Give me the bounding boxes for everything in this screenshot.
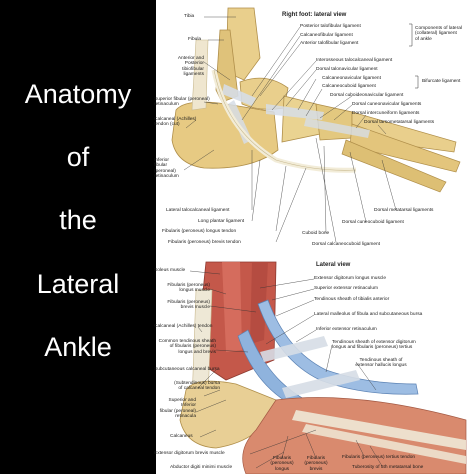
label-tuberosity-5th-metatarsal: Tuberosity of 5th metatarsal bone [352, 465, 424, 470]
label-dorsal-calcaneocuboid: Dorsal calcaneocuboid ligament [312, 242, 380, 247]
top-bracket-collateral [409, 23, 413, 47]
label-interosseous-talocalcaneal: Interosseous talocalcaneal ligament [316, 58, 393, 63]
label-fibularis-longus-bottom: Fibularis (peroneus) longus [270, 456, 294, 472]
label-bifurcate-ligament: Bifurcate ligament [422, 79, 461, 84]
title-line-5: Ankle [44, 332, 112, 362]
label-dorsal-metatarsal: Dorsal metatarsal ligaments [374, 208, 434, 213]
label-fibularis-brevis-tendon: Fibularis (peroneus) brevis tendon [168, 240, 241, 245]
top-heading: Right foot: lateral view [282, 12, 347, 18]
label-calcaneofibular: Calcaneofibular ligament [300, 33, 353, 38]
label-fibularis-longus-tendon: Fibularis (peroneus) longus tendon [162, 229, 237, 234]
bottom-leader-lines [189, 270, 383, 469]
label-fibula: Fibula [188, 37, 202, 42]
title-line-3: the [59, 205, 97, 235]
label-fibularis-tertius-tendon: Fibularis (peroneus) tertius tendon [342, 455, 416, 460]
label-fibular-retinacula: Superior and Inferior fibular (peroneal)… [159, 398, 196, 420]
label-dorsal-intercuneiform: Dorsal intercuneiform ligaments [352, 111, 420, 116]
label-fibularis-longus-muscle: Fibularis (peroneus) longus muscle [167, 283, 210, 294]
label-sheath-ehl: Tendinous sheath of extensor hallucis lo… [355, 358, 407, 369]
label-lateral-malleolus: Lateral malleolus of fibula and subcutan… [314, 312, 423, 317]
label-fibularis-brevis-muscle: Fibularis (peroneus) brevis muscle [167, 300, 210, 311]
bottom-heading: Lateral view [316, 262, 351, 268]
label-common-tendinous-sheath: Common tendinous sheath of fibularis (pe… [158, 339, 216, 355]
label-fibularis-brevis-bottom: Fibularis (peroneus) brevis [304, 456, 328, 472]
label-inferior-fibular-retinaculum: Inferior fibular (peroneal) retinaculum [154, 158, 179, 180]
label-calcaneus: Calcaneus [170, 434, 193, 439]
label-subtendinous-bursa: (Subtendinous) bursa of calcaneal tendon [174, 381, 220, 392]
label-dorsal-cuneocuboid: Dorsal cuneocuboid ligament [342, 220, 404, 225]
label-superior-fibular-retinaculum: Superior fibular (peroneal) retinaculum [154, 97, 210, 108]
label-tibiofibular-ligaments: Anterior and Posterior tibiofibular liga… [177, 56, 204, 78]
label-calcaneocuboid: Calcaneocuboid ligament [322, 84, 376, 89]
label-dorsal-talonavicular: Dorsal talonavicular ligament [316, 67, 378, 72]
label-posterior-talofibular: Posterior talofibular ligament [300, 24, 361, 29]
label-inferior-extensor-retinaculum: Inferior extensor retinaculum [316, 327, 377, 332]
label-calcaneal-tendon-cut: Calcaneal (Achilles) tendon (cut) [154, 117, 197, 128]
label-tibia: Tibia [184, 14, 195, 19]
title-panel: Anatomy of the Lateral Ankle [0, 0, 156, 474]
label-lateral-collateral-components: Components of lateral (collateral) ligam… [415, 26, 462, 42]
top-foot-bones [171, 7, 461, 193]
label-sheath-tibialis-anterior: Tendinous sheath of tibialis anterior [314, 297, 390, 302]
label-calcaneal-tendon: Calcaneal (Achilles) tendon [154, 324, 213, 329]
label-anterior-talofibular: Anterior talofibular ligament [300, 41, 359, 46]
label-extensor-digitorum-brevis-muscle: Extensor digitorum brevis muscle [154, 451, 225, 456]
label-abductor-digiti-minimi: Abductor digiti minimi muscle [170, 465, 233, 470]
label-lateral-talocalcaneal: Lateral talocalcaneal ligament [166, 208, 230, 213]
label-cuboid-bone: Cuboid bone [302, 231, 330, 236]
label-soleus: Soleus muscle [154, 268, 186, 273]
label-sheath-edl-tertius: Tendinous sheath of extensor digitorum l… [332, 340, 416, 351]
bottom-leg-muscles [179, 261, 467, 474]
label-dorsal-cuneonavicular: Dorsal cuneonavicular ligaments [352, 102, 422, 107]
anatomy-illustration [171, 7, 467, 474]
title-line-2: of [66, 142, 90, 172]
label-dorsal-cuboideonavicular: Dorsal cuboideonavicular ligament [330, 93, 404, 98]
label-long-plantar: Long plantar ligament [198, 219, 245, 224]
title-line-1: Anatomy [24, 79, 132, 109]
label-calcaneonavicular: Calcaneonavicular ligament [322, 76, 381, 81]
label-dorsal-tarsometatarsal: Dorsal tarsometatarsal ligaments [364, 120, 435, 125]
illustration-area: Right foot: lateral view Tibia Fibula An… [154, 0, 474, 474]
label-superior-extensor-retinaculum: Superior extensor retinaculum [314, 286, 378, 291]
label-extensor-digitorum-longus-muscle: Extensor digitorum longus muscle [314, 276, 386, 281]
top-leader-lines [183, 16, 397, 243]
top-bracket-bifurcate [415, 75, 419, 89]
label-subcutaneous-calcaneal-bursa: Subcutaneous calcaneal bursa [154, 367, 220, 372]
title-line-4: Lateral [36, 269, 120, 299]
